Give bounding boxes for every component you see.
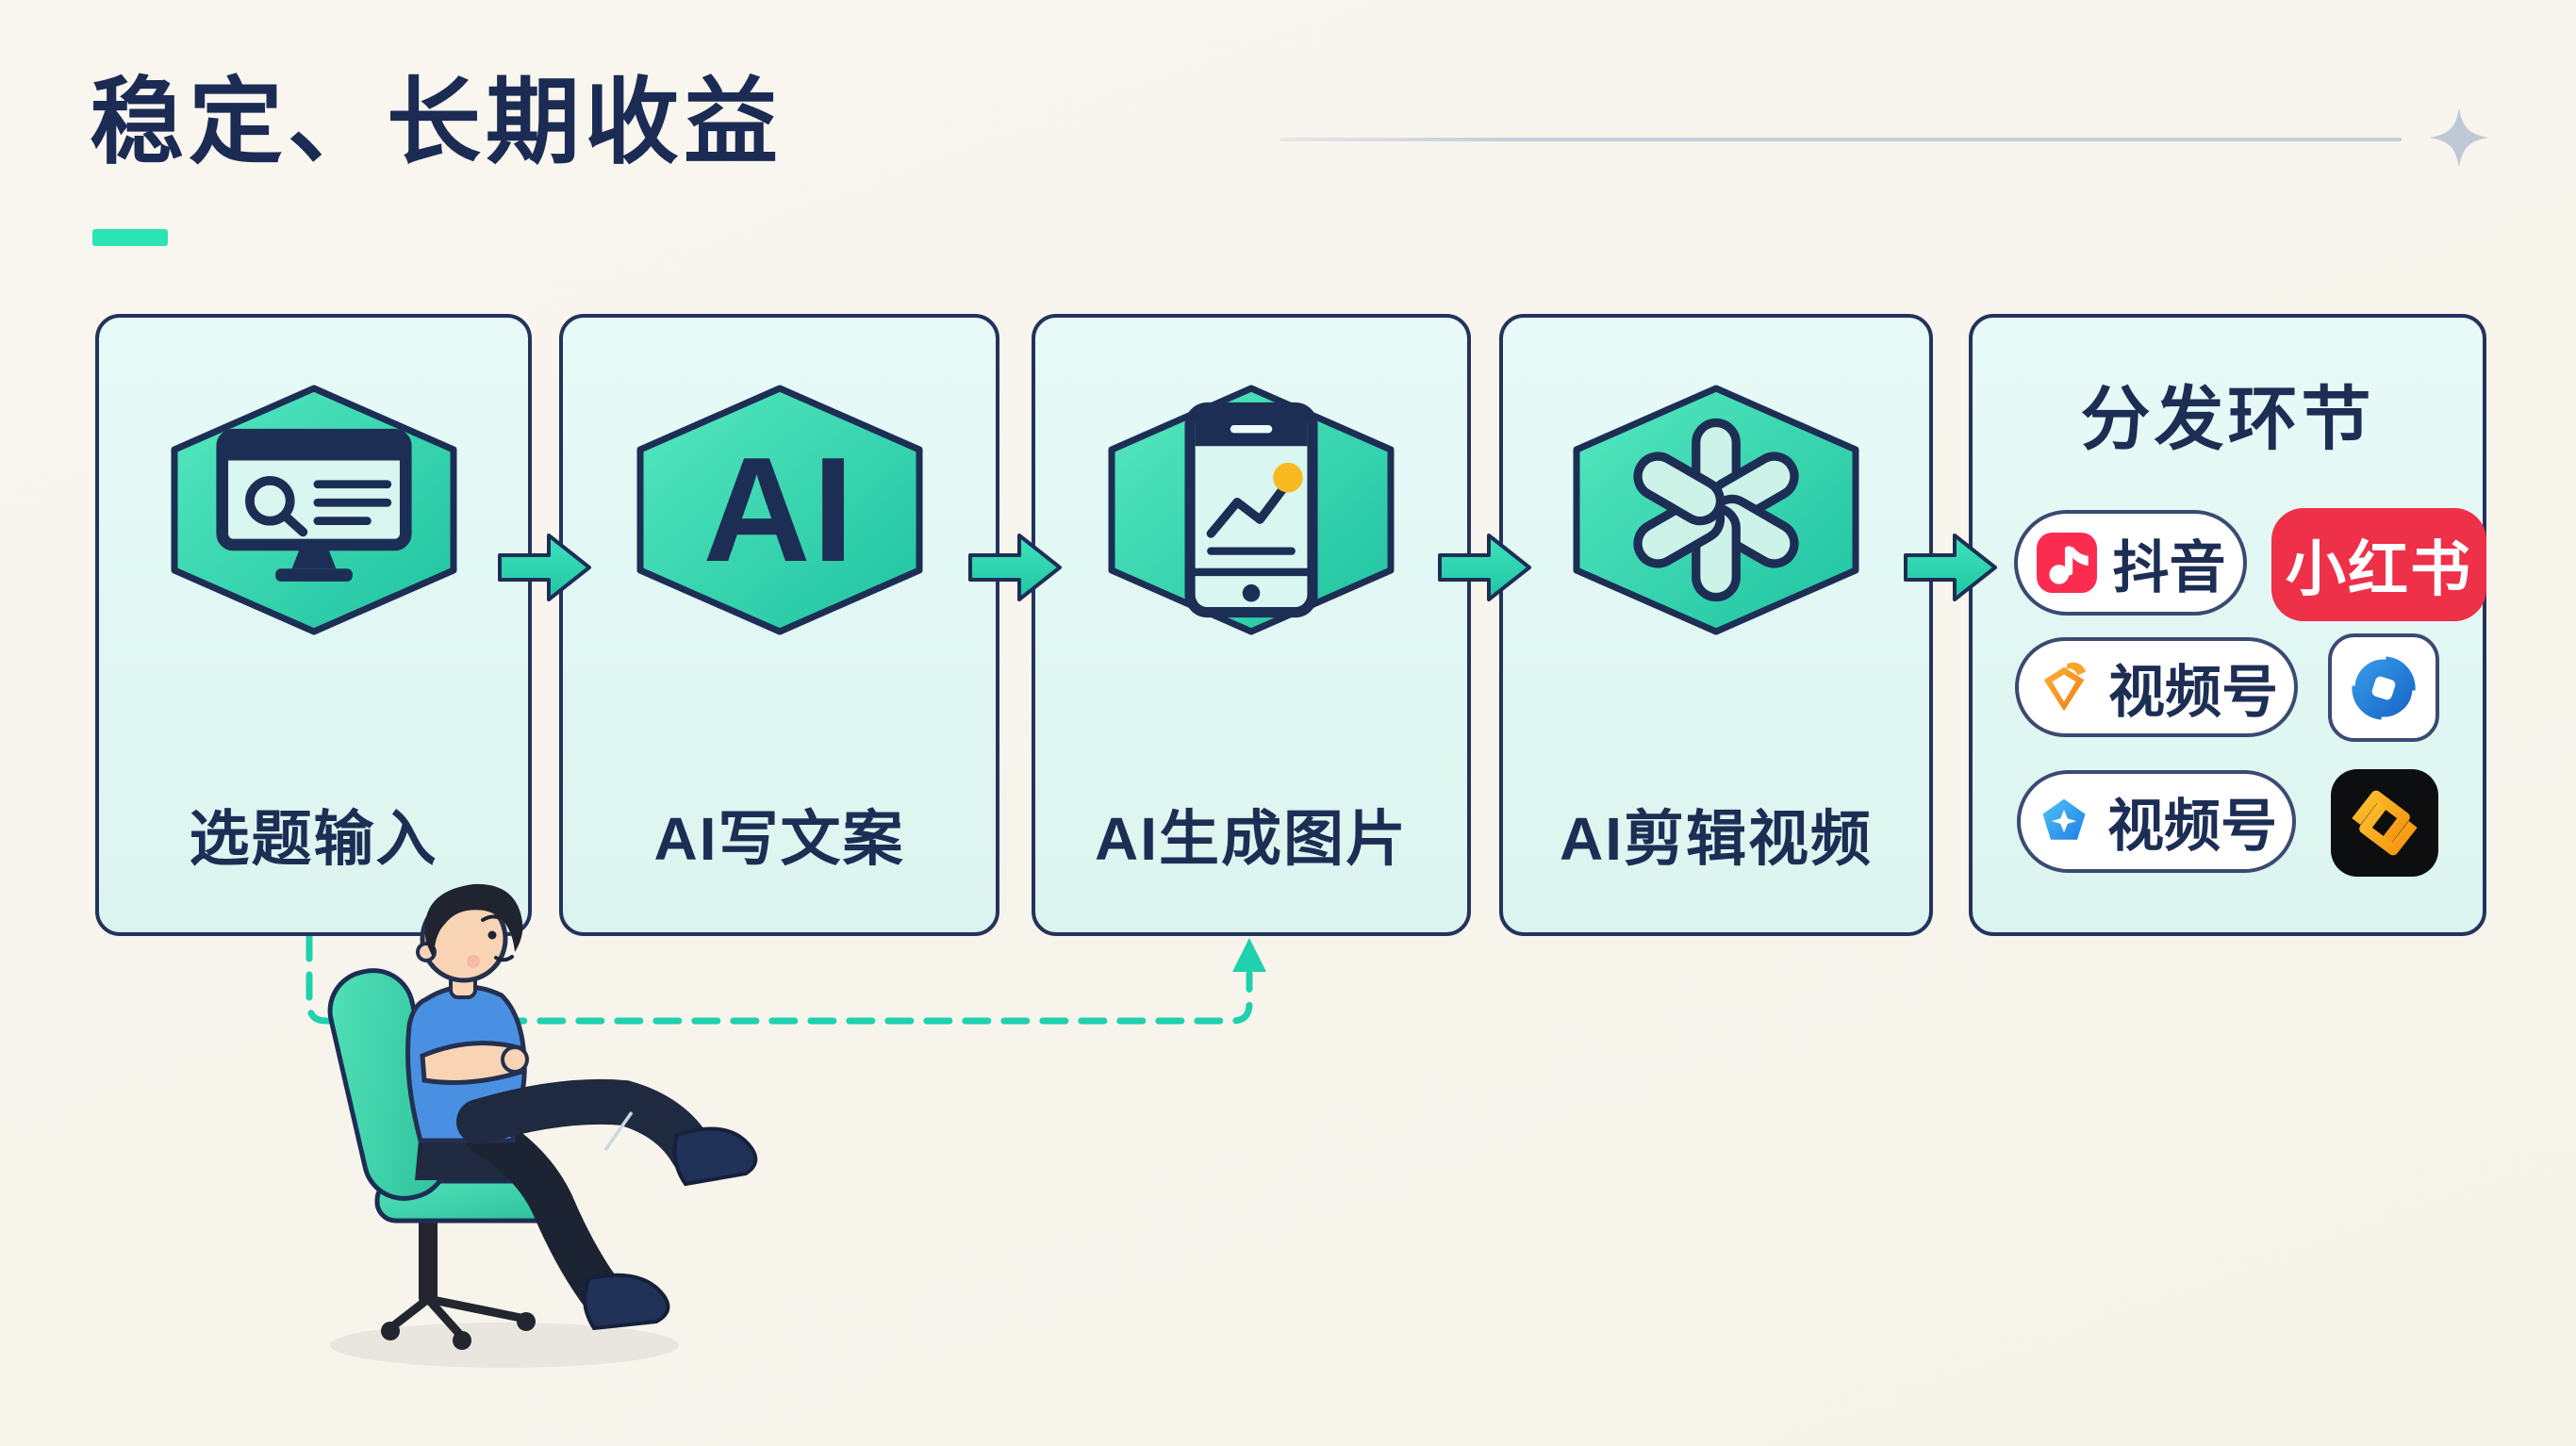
ai-badge-icon: AI bbox=[634, 384, 926, 636]
eye bbox=[487, 930, 497, 940]
sparkle-icon bbox=[2429, 107, 2489, 168]
flow-card-topic-input: 选题输入 bbox=[95, 314, 532, 936]
arrow-right-icon bbox=[968, 534, 1062, 601]
ai-text: AI bbox=[702, 426, 856, 593]
step-label: AI剪辑视频 bbox=[1560, 805, 1873, 873]
shoe-crossed bbox=[672, 1126, 758, 1187]
douyin-icon bbox=[2036, 533, 2097, 593]
flow-card-ai-copywriting: AI AI写文案 bbox=[559, 314, 999, 936]
distribution-card: 分发环节 抖音 小红书 视频号 bbox=[1969, 314, 2486, 936]
distribution-title: 分发环节 bbox=[2080, 379, 2375, 458]
hexagon bbox=[1105, 384, 1397, 636]
shoe-down bbox=[583, 1273, 670, 1331]
douyin-pill: 抖音 bbox=[2014, 510, 2247, 616]
blue-swirl-badge bbox=[2328, 633, 2439, 742]
leg-crossed bbox=[456, 1078, 715, 1175]
chair-base bbox=[389, 1294, 525, 1339]
step-label: AI生成图片 bbox=[1095, 805, 1408, 873]
shipinhao-label: 视频号 bbox=[2107, 795, 2277, 858]
arrow-right-icon bbox=[498, 534, 591, 601]
floor-shadow bbox=[330, 1323, 679, 1368]
blue-gem-icon bbox=[2042, 798, 2086, 840]
page-title: 稳定、长期收益 bbox=[90, 70, 783, 175]
decor-line bbox=[1280, 138, 2402, 141]
hexagon bbox=[168, 384, 460, 636]
xiaohongshu-label: 小红书 bbox=[2286, 535, 2472, 603]
title-underline bbox=[92, 229, 168, 246]
flow-card-ai-video: AI剪辑视频 bbox=[1499, 314, 1933, 936]
smile bbox=[494, 955, 514, 962]
flow-card-ai-image: AI生成图片 bbox=[1032, 314, 1471, 936]
leg-down bbox=[464, 1112, 620, 1311]
arrow-up-icon bbox=[1232, 938, 1266, 972]
openai-knot-icon bbox=[1570, 384, 1862, 636]
black-chain-badge bbox=[2331, 769, 2438, 877]
shipinhao-label: 视频号 bbox=[2108, 660, 2278, 724]
dashed-connector bbox=[305, 932, 1266, 1025]
shipinhao-pill-blue: 视频号 bbox=[2017, 770, 2296, 873]
douyin-label: 抖音 bbox=[2112, 535, 2226, 600]
phone-chart-icon bbox=[1105, 384, 1397, 636]
person-illustration bbox=[327, 883, 758, 1368]
xiaohongshu-badge: 小红书 bbox=[2271, 508, 2486, 621]
orange-gem-icon bbox=[2043, 662, 2087, 712]
orange-chain-icon bbox=[2352, 790, 2418, 856]
blue-swirl-icon bbox=[2347, 650, 2420, 725]
crossed-arms bbox=[420, 1041, 527, 1085]
step-label: 选题输入 bbox=[189, 805, 438, 873]
shipinhao-pill-orange: 视频号 bbox=[2015, 637, 2298, 737]
hair bbox=[424, 883, 523, 960]
chair-stem bbox=[419, 1214, 438, 1304]
hexagon: AI bbox=[634, 384, 926, 636]
eyebrow bbox=[481, 914, 502, 922]
arrow-right-icon bbox=[1904, 534, 1997, 601]
step-label: AI写文案 bbox=[653, 805, 905, 873]
blush bbox=[467, 955, 480, 968]
monitor-search-icon bbox=[168, 384, 460, 636]
arrow-right-icon bbox=[1438, 534, 1531, 601]
hexagon bbox=[1570, 384, 1862, 636]
